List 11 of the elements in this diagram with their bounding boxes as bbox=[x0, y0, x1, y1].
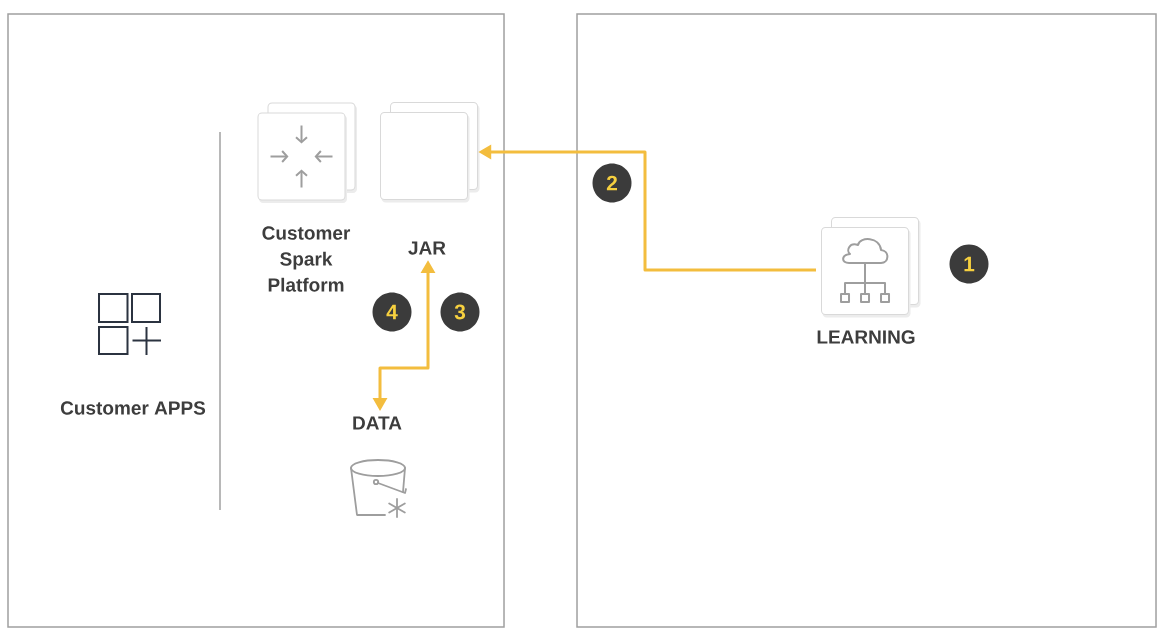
callout-number: 4 bbox=[372, 292, 412, 332]
callout-number: 1 bbox=[949, 244, 989, 284]
item-label: Customer APPS bbox=[60, 401, 206, 415]
panel bbox=[576, 13, 1157, 628]
callout-number: 2 bbox=[592, 163, 632, 203]
panel bbox=[7, 13, 505, 628]
item-label: LEARNING bbox=[817, 330, 915, 344]
item-label: Customer Spark Platform bbox=[262, 226, 351, 292]
item-label: JAR bbox=[408, 241, 446, 255]
callout-number: 3 bbox=[440, 292, 480, 332]
item-label: DATA bbox=[353, 416, 402, 430]
